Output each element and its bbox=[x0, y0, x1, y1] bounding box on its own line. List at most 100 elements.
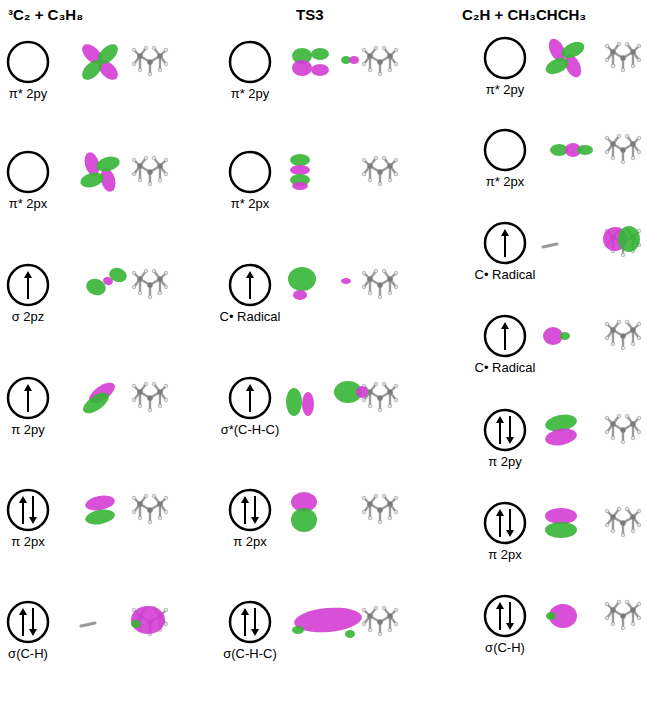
propane-molecule bbox=[362, 494, 398, 524]
spin-arrow bbox=[246, 271, 254, 278]
orbital-label: π 2py bbox=[11, 422, 45, 437]
column-title: ³C₂ + C₃H₈ bbox=[8, 6, 83, 23]
orbital-level: π 2px bbox=[6, 488, 50, 532]
orbital-picture bbox=[292, 46, 398, 76]
orbital-picture bbox=[292, 605, 398, 638]
orbital-lobe bbox=[544, 426, 578, 447]
orbital-label: σ(C-H) bbox=[8, 646, 48, 661]
spin-arrow bbox=[241, 496, 249, 503]
orbital-level: π* 2px bbox=[6, 150, 50, 194]
propane-molecule bbox=[605, 600, 641, 630]
orbital-label: π* 2px bbox=[486, 174, 525, 189]
orbital-lobe bbox=[286, 388, 302, 416]
spin-arrow bbox=[24, 271, 32, 278]
orbital-circle bbox=[228, 40, 272, 84]
orbital-level: π* 2px bbox=[228, 150, 272, 194]
orbital-lobe bbox=[292, 182, 308, 190]
propane-molecule bbox=[132, 494, 168, 524]
orbital-level: π* 2px bbox=[483, 128, 527, 172]
orbital-lobe bbox=[107, 265, 129, 284]
orbital-level: π 2py bbox=[6, 376, 50, 420]
orbital-picture bbox=[84, 265, 168, 298]
propane-molecule bbox=[362, 156, 398, 186]
orbital-lobe bbox=[545, 522, 577, 538]
orbital-label: π 2px bbox=[233, 534, 267, 549]
orbital-lobe bbox=[288, 267, 316, 291]
column-title: C₂H + CH₃CHCH₃ bbox=[462, 6, 586, 23]
orbital-lobe bbox=[84, 508, 116, 527]
spin-arrow bbox=[251, 629, 259, 636]
propane-molecule bbox=[132, 156, 168, 186]
orbital-label: σ*(C-H-C) bbox=[221, 422, 280, 437]
orbital-picture bbox=[79, 151, 168, 194]
orbital-circle bbox=[483, 501, 527, 545]
orbital-circle bbox=[6, 600, 50, 644]
propane-molecule bbox=[605, 42, 641, 72]
orbital-level: σ 2pz bbox=[6, 263, 50, 307]
propane-molecule bbox=[605, 134, 641, 164]
orbital-lobe bbox=[95, 154, 122, 174]
orbital-circle bbox=[483, 128, 527, 172]
orbital-level: π 2px bbox=[228, 488, 272, 532]
spin-arrow bbox=[19, 608, 27, 615]
orbital-picture bbox=[545, 507, 641, 538]
orbital-circle bbox=[228, 263, 272, 307]
orbital-circle bbox=[6, 150, 50, 194]
orbital-circle bbox=[6, 488, 50, 532]
orbital-level: C• Radical bbox=[483, 314, 527, 358]
spin-arrow bbox=[19, 496, 27, 503]
orbital-label: π 2px bbox=[11, 534, 45, 549]
column-title: TS3 bbox=[296, 6, 324, 23]
orbital-label: C• Radical bbox=[220, 309, 281, 324]
orbital-lobe bbox=[618, 226, 640, 252]
orbital-picture bbox=[286, 381, 398, 416]
orbital-lobe bbox=[349, 56, 359, 64]
orbital-label: π* 2py bbox=[486, 82, 525, 97]
propane-molecule bbox=[132, 269, 168, 299]
spin-arrow bbox=[506, 530, 514, 537]
orbital-circle bbox=[6, 376, 50, 420]
orbital-label: C• Radical bbox=[475, 267, 536, 282]
orbital-lobe bbox=[545, 508, 577, 524]
spin-arrow bbox=[251, 517, 259, 524]
orbital-lobe bbox=[560, 332, 570, 340]
orbital-circle bbox=[6, 263, 50, 307]
orbital-label: σ 2pz bbox=[12, 309, 45, 324]
spin-arrow bbox=[29, 629, 37, 636]
orbital-picture bbox=[288, 267, 398, 300]
orbital-picture bbox=[543, 226, 641, 257]
orbital-circle bbox=[228, 150, 272, 194]
orbital-circle bbox=[228, 488, 272, 532]
orbital-lobe bbox=[577, 145, 593, 155]
orbital-lobe bbox=[291, 508, 317, 532]
orbital-label: π 2px bbox=[488, 547, 522, 562]
orbital-lobe bbox=[290, 154, 310, 166]
orbital-circle bbox=[483, 36, 527, 80]
orbital-label: π 2py bbox=[488, 454, 522, 469]
orbital-picture bbox=[543, 36, 641, 80]
orbital-picture bbox=[80, 379, 168, 418]
orbital-picture bbox=[543, 320, 641, 350]
spin-arrow bbox=[24, 384, 32, 391]
orbital-lobe bbox=[290, 165, 310, 175]
orbital-level: C• Radical bbox=[483, 221, 527, 265]
orbital-circle bbox=[6, 40, 50, 84]
orbital-lobe bbox=[131, 606, 165, 634]
orbital-lobe bbox=[302, 392, 314, 416]
propane-molecule bbox=[605, 507, 641, 537]
orbital-level: σ*(C-H-C) bbox=[228, 376, 272, 420]
propane-molecule bbox=[362, 606, 398, 636]
propane-molecule bbox=[132, 382, 168, 412]
orbital-label: π* 2px bbox=[231, 196, 270, 211]
spin-arrow bbox=[506, 623, 514, 630]
orbital-lobe bbox=[311, 64, 329, 76]
orbital-circle bbox=[228, 376, 272, 420]
orbital-lobe bbox=[292, 626, 304, 634]
orbital-picture bbox=[81, 606, 168, 636]
orbital-circle bbox=[483, 221, 527, 265]
orbital-lobe bbox=[79, 57, 106, 84]
orbital-level: π* 2py bbox=[6, 40, 50, 84]
propane-molecule bbox=[362, 382, 398, 412]
